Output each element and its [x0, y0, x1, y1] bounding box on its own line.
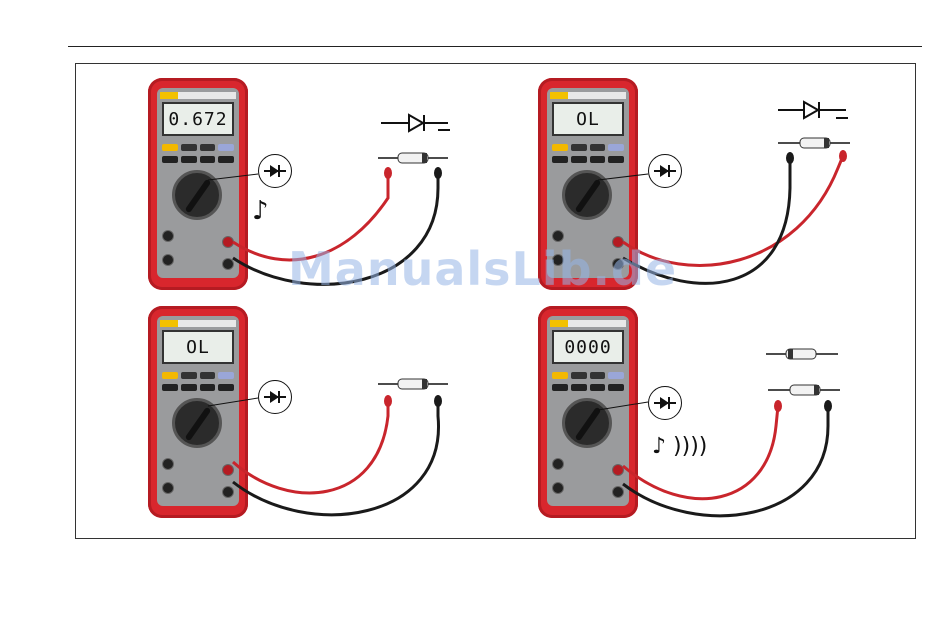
- diode-component: [768, 385, 840, 395]
- test-leads: [538, 306, 938, 540]
- diode-component: [378, 379, 448, 389]
- watermark: ManualsLib.de: [288, 242, 677, 296]
- panel-bottom-right: 0000 ♪ )))): [538, 306, 938, 540]
- diode-schematic: [778, 102, 848, 118]
- panel-bottom-left: OL: [148, 306, 548, 540]
- diode-schematic: [381, 115, 450, 131]
- header-rule: [68, 46, 922, 47]
- test-leads: [148, 306, 548, 540]
- diode-component: [778, 138, 850, 148]
- diode-component: [766, 349, 838, 359]
- diode-component: [378, 153, 448, 163]
